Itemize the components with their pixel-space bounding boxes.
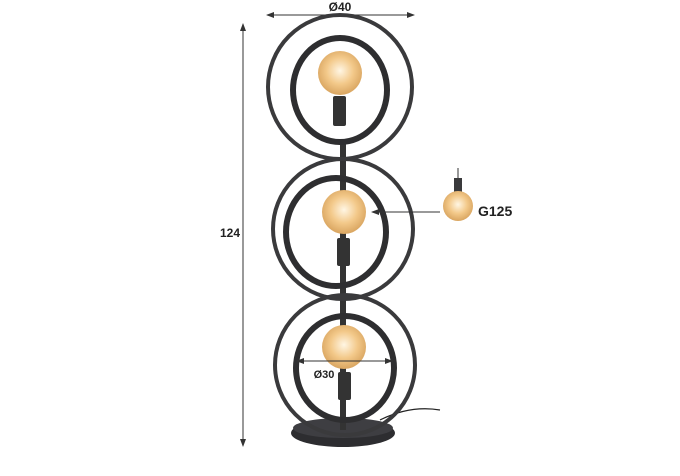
bulb-type-label: G125 [478,203,512,219]
height-label: 124 [220,226,240,240]
middle-ring [271,157,415,301]
bulb [322,325,366,369]
top-ring [266,13,414,161]
g125-bulb-illustration [443,168,473,221]
power-cable [379,408,441,421]
width-label: Ø40 [329,0,352,14]
inner-ring-label: Ø30 [314,369,335,381]
bulb [322,190,366,234]
bulb [318,51,362,95]
